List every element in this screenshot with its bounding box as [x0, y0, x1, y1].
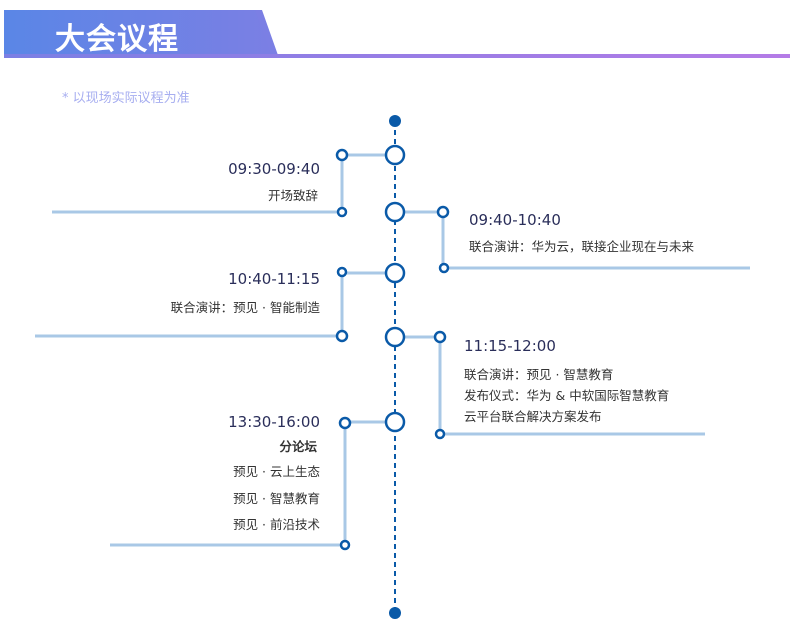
agenda-time-2: 09:40-10:40: [469, 211, 561, 229]
agenda-item-1: 开场致辞: [267, 188, 318, 203]
node-small: [433, 330, 447, 344]
node-main: [384, 326, 406, 348]
agenda-heading-5: 分论坛: [279, 439, 317, 454]
header-slash-decoration: [255, 10, 279, 58]
node-small: [336, 266, 348, 278]
agenda-time-5: 13:30-16:00: [228, 413, 320, 431]
node-main: [384, 201, 406, 223]
agenda-note: * 以现场实际议程为准: [62, 91, 190, 106]
timeline-end-dot: [389, 607, 401, 619]
branch-5: [110, 420, 395, 547]
agenda-time-1: 09:30-09:40: [228, 160, 320, 178]
page-title: 大会议程: [55, 22, 179, 57]
node-main: [384, 262, 406, 284]
node-small: [434, 428, 446, 440]
agenda-time-3: 10:40-11:15: [228, 270, 320, 288]
agenda-item-5a: 预见 · 云上生态: [233, 464, 320, 479]
node-small: [335, 329, 349, 343]
agenda-time-4: 11:15-12:00: [464, 337, 556, 355]
agenda-item-2: 联合演讲：华为云，联接企业现在与未来: [469, 239, 695, 254]
header-banner: [4, 10, 274, 58]
node-small: [339, 539, 351, 551]
agenda-item-4a: 联合演讲：预见 · 智慧教育: [464, 367, 614, 382]
agenda-item-3: 联合演讲：预见 · 智能制造: [170, 300, 320, 315]
agenda-item-4c: 云平台联合解决方案发布: [464, 409, 602, 424]
node-main: [384, 144, 406, 166]
node-small: [436, 205, 450, 219]
timeline-start-dot: [389, 115, 401, 127]
agenda-item-5c: 预见 · 前沿技术: [233, 517, 320, 532]
node-main: [384, 411, 406, 433]
node-small: [335, 148, 349, 162]
branch-2: [395, 210, 750, 270]
branch-4: [395, 335, 705, 436]
agenda-item-4b: 发布仪式：华为 & 中软国际智慧教育: [464, 388, 670, 403]
branch-3: [35, 271, 395, 338]
node-small: [438, 262, 450, 274]
header-rule: [4, 54, 790, 58]
node-small: [338, 416, 352, 430]
branch-1: [52, 153, 395, 214]
agenda-item-5b: 预见 · 智慧教育: [233, 491, 320, 506]
node-small: [336, 206, 348, 218]
